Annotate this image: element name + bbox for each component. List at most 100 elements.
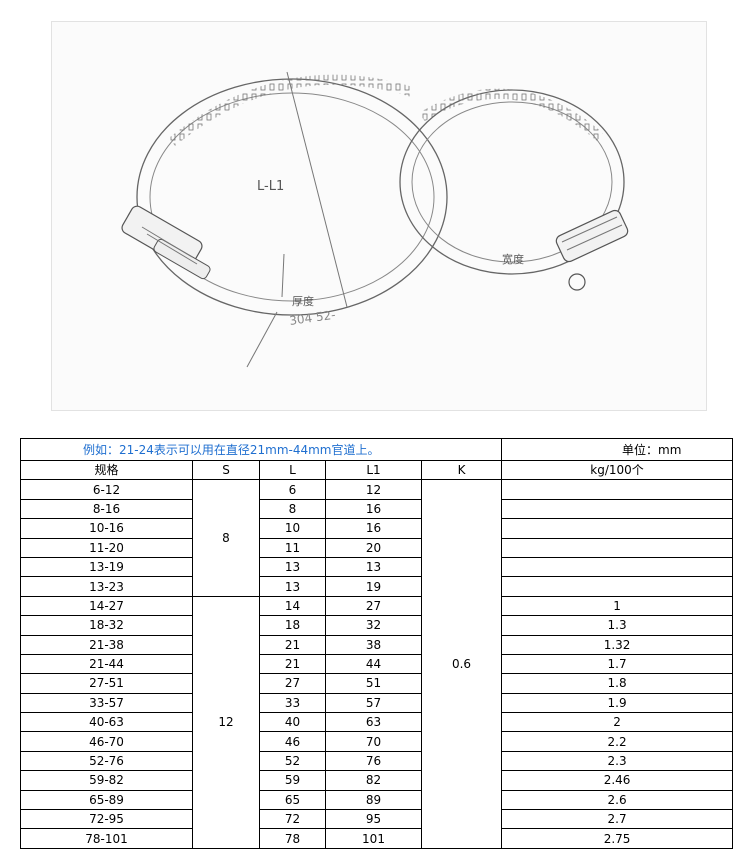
l1-cell: 38	[325, 634, 422, 655]
spec-cell: 33-57	[20, 692, 193, 714]
l-cell: 46	[259, 731, 326, 752]
l1-cell: 51	[325, 673, 422, 694]
length-label: L-L1	[257, 179, 284, 194]
l1-cell: 32	[325, 615, 422, 636]
spec-cell: 27-51	[20, 673, 193, 694]
large-clamp: L-L1 厚度 304 52-	[121, 71, 448, 368]
large-clamp-screw	[121, 205, 211, 280]
l1-cell: 44	[325, 653, 422, 675]
l-cell: 11	[259, 537, 326, 558]
header-row: 规格 S L L1 K kg/100个	[20, 459, 734, 481]
weight-cell	[501, 576, 734, 597]
weight-cell: 2.3	[501, 750, 734, 772]
weight-cell: 1.32	[501, 634, 734, 655]
spec-cell: 21-38	[20, 634, 193, 655]
l1-cell: 16	[325, 518, 422, 539]
spec-cell: 13-19	[20, 556, 193, 578]
note-row: 例如：21-24表示可以用在直径21mm-44mm官道上。 单位：mm	[19, 438, 734, 461]
spec-cell: 13-23	[20, 576, 193, 597]
spec-cell: 14-27	[20, 595, 193, 617]
l-cell: 52	[259, 750, 326, 772]
spec-cell: 8-16	[20, 498, 193, 520]
l-cell: 8	[259, 498, 326, 520]
header-spec: 规格	[20, 459, 193, 481]
weight-cell: 1	[501, 595, 734, 617]
l-cell: 40	[259, 712, 326, 733]
weight-cell	[501, 537, 734, 558]
l1-cell: 27	[325, 595, 422, 617]
l1-cell: 89	[325, 789, 422, 811]
header-weight: kg/100个	[501, 459, 734, 481]
spec-cell: 11-20	[20, 537, 193, 558]
spec-cell: 46-70	[20, 731, 193, 752]
k-cell: 0.6	[420, 479, 503, 849]
weight-cell: 1.8	[501, 673, 734, 694]
example-note: 例如：21-24表示可以用在直径21mm-44mm官道上。	[19, 438, 503, 461]
spec-cell: 40-63	[20, 712, 193, 733]
l1-cell: 63	[325, 712, 422, 733]
spec-cell: 65-89	[20, 789, 193, 811]
header-k: K	[420, 459, 503, 481]
weight-cell: 2.7	[501, 809, 734, 830]
weight-cell: 2.46	[501, 770, 734, 791]
spec-cell: 18-32	[20, 615, 193, 636]
small-clamp-screw	[555, 209, 629, 291]
l-cell: 10	[259, 518, 326, 539]
spec-cell: 72-95	[20, 809, 193, 830]
l1-cell: 82	[325, 770, 422, 791]
weight-cell	[501, 556, 734, 578]
spec-cell: 10-16	[20, 518, 193, 539]
l-cell: 33	[259, 692, 326, 714]
l1-cell: 16	[325, 498, 422, 520]
l1-cell: 12	[325, 479, 422, 500]
header-l: L	[259, 459, 326, 481]
weight-cell: 1.7	[501, 653, 734, 675]
spec-cell: 78-101	[20, 828, 193, 849]
s-cell: 8	[192, 479, 260, 597]
weight-cell: 2	[501, 712, 734, 733]
small-clamp: 宽度	[399, 88, 629, 291]
header-s: S	[192, 459, 260, 481]
s-cell: 12	[192, 595, 260, 849]
l-cell: 21	[259, 634, 326, 655]
hose-clamp-sketch: L-L1 厚度 304 52- 宽度	[121, 71, 629, 368]
l-cell: 6	[259, 479, 326, 500]
weight-cell: 2.2	[501, 731, 734, 752]
spec-cell: 21-44	[20, 653, 193, 675]
l1-cell: 57	[325, 692, 422, 714]
header-l1: L1	[325, 459, 422, 481]
hose-clamp-figure: L-L1 厚度 304 52- 宽度	[51, 21, 707, 411]
l-cell: 59	[259, 770, 326, 791]
l1-cell: 70	[325, 731, 422, 752]
spec-cell: 52-76	[20, 750, 193, 772]
weight-cell: 1.3	[501, 615, 734, 636]
unit-label: 单位：mm	[501, 438, 734, 461]
spec-table: 例如：21-24表示可以用在直径21mm-44mm官道上。 单位：mm 规格 S…	[19, 438, 734, 849]
l-cell: 13	[259, 556, 326, 578]
spec-cell: 59-82	[20, 770, 193, 791]
l1-cell: 20	[325, 537, 422, 558]
weight-cell: 2.75	[501, 828, 734, 849]
l-cell: 18	[259, 615, 326, 636]
weight-cell	[501, 498, 734, 520]
l1-cell: 76	[325, 750, 422, 772]
l1-cell: 13	[325, 556, 422, 578]
band-marking: 304 52-	[288, 308, 336, 328]
l-cell: 14	[259, 595, 326, 617]
width-label: 宽度	[502, 252, 524, 266]
